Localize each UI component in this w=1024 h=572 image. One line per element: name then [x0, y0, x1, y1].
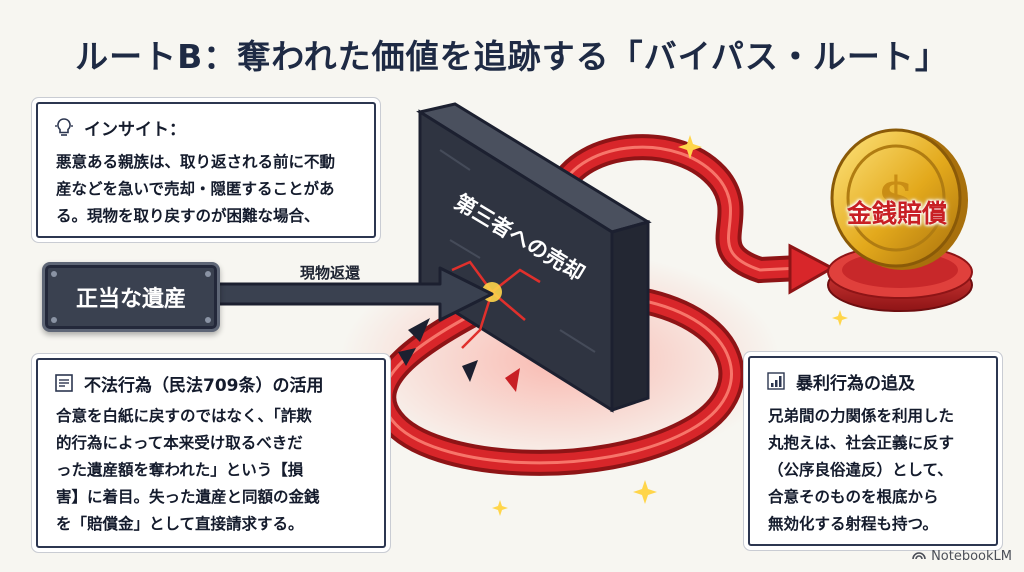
abuse-line: （公序良俗違反）として、 [768, 461, 953, 479]
restitution-arrow [212, 266, 494, 322]
insight-card: インサイト： 悪意ある親族は、取り返される前に不動 産などを急いで売却・隠匿する… [36, 102, 376, 238]
document-icon [52, 371, 76, 395]
insight-line: 悪意ある親族は、取り返される前に不動 [56, 153, 336, 171]
tort-line: を「賠償金」として直接請求する。 [56, 515, 304, 533]
sparkles [492, 135, 848, 516]
abuse-line: 兄弟間の力関係を利用した [768, 407, 955, 425]
tort-line: 的行為によって本来受け取るべきだ [56, 434, 303, 452]
abuse-line: 丸抱えは、社会正義に反す [768, 434, 955, 452]
insight-heading: インサイト： [84, 119, 186, 140]
tort-line: 合意を白紙に戻すのではなく、「詐欺 [56, 407, 312, 425]
tort-line: った遺産額を奪われた」という【損 [56, 461, 304, 479]
gold-coin: $ [830, 128, 968, 270]
dollar-icon: $ [877, 165, 915, 229]
brand-watermark: NotebookLM [912, 548, 1012, 564]
restitution-arrow-label: 現物返還 [299, 264, 360, 282]
legitimate-estate-label: 正当な遺産 [75, 287, 186, 312]
coin-label: 金銭賠償 [846, 199, 947, 228]
abuse-line: 無効化する射程も持つ。 [768, 515, 938, 533]
insight-line: 産などを急いで売却・隠匿することがあ [56, 180, 335, 198]
tort-line: 害】に着目。失った遺産と同額の金銭 [56, 488, 320, 506]
route-arrowhead [788, 243, 836, 295]
abuse-heading: 暴利行為の追及 [796, 373, 915, 394]
wall-block [416, 102, 652, 413]
notebooklm-logo-icon [912, 548, 926, 564]
abuse-line: 合意そのものを根底から [768, 488, 939, 506]
tort-heading: 不法行為（民法709条）の活用 [84, 375, 324, 396]
page-title: ルートB：奪われた価値を追跡する「バイパス・ルート」 [75, 37, 949, 76]
insight-line: る。現物を取り戻すのが困難な場合、 [56, 207, 320, 225]
bar-chart-icon [764, 369, 788, 393]
abuse-card: 暴利行為の追及 兄弟間の力関係を利用した 丸抱えは、社会正義に反す （公序良俗違… [748, 356, 998, 546]
lightbulb-icon [52, 115, 76, 139]
legitimate-estate-plate: 正当な遺産 [42, 262, 220, 332]
tort-card: 不法行為（民法709条）の活用 合意を白紙に戻すのではなく、「詐欺 的行為によっ… [36, 358, 386, 548]
brand-label: NotebookLM [931, 548, 1012, 564]
